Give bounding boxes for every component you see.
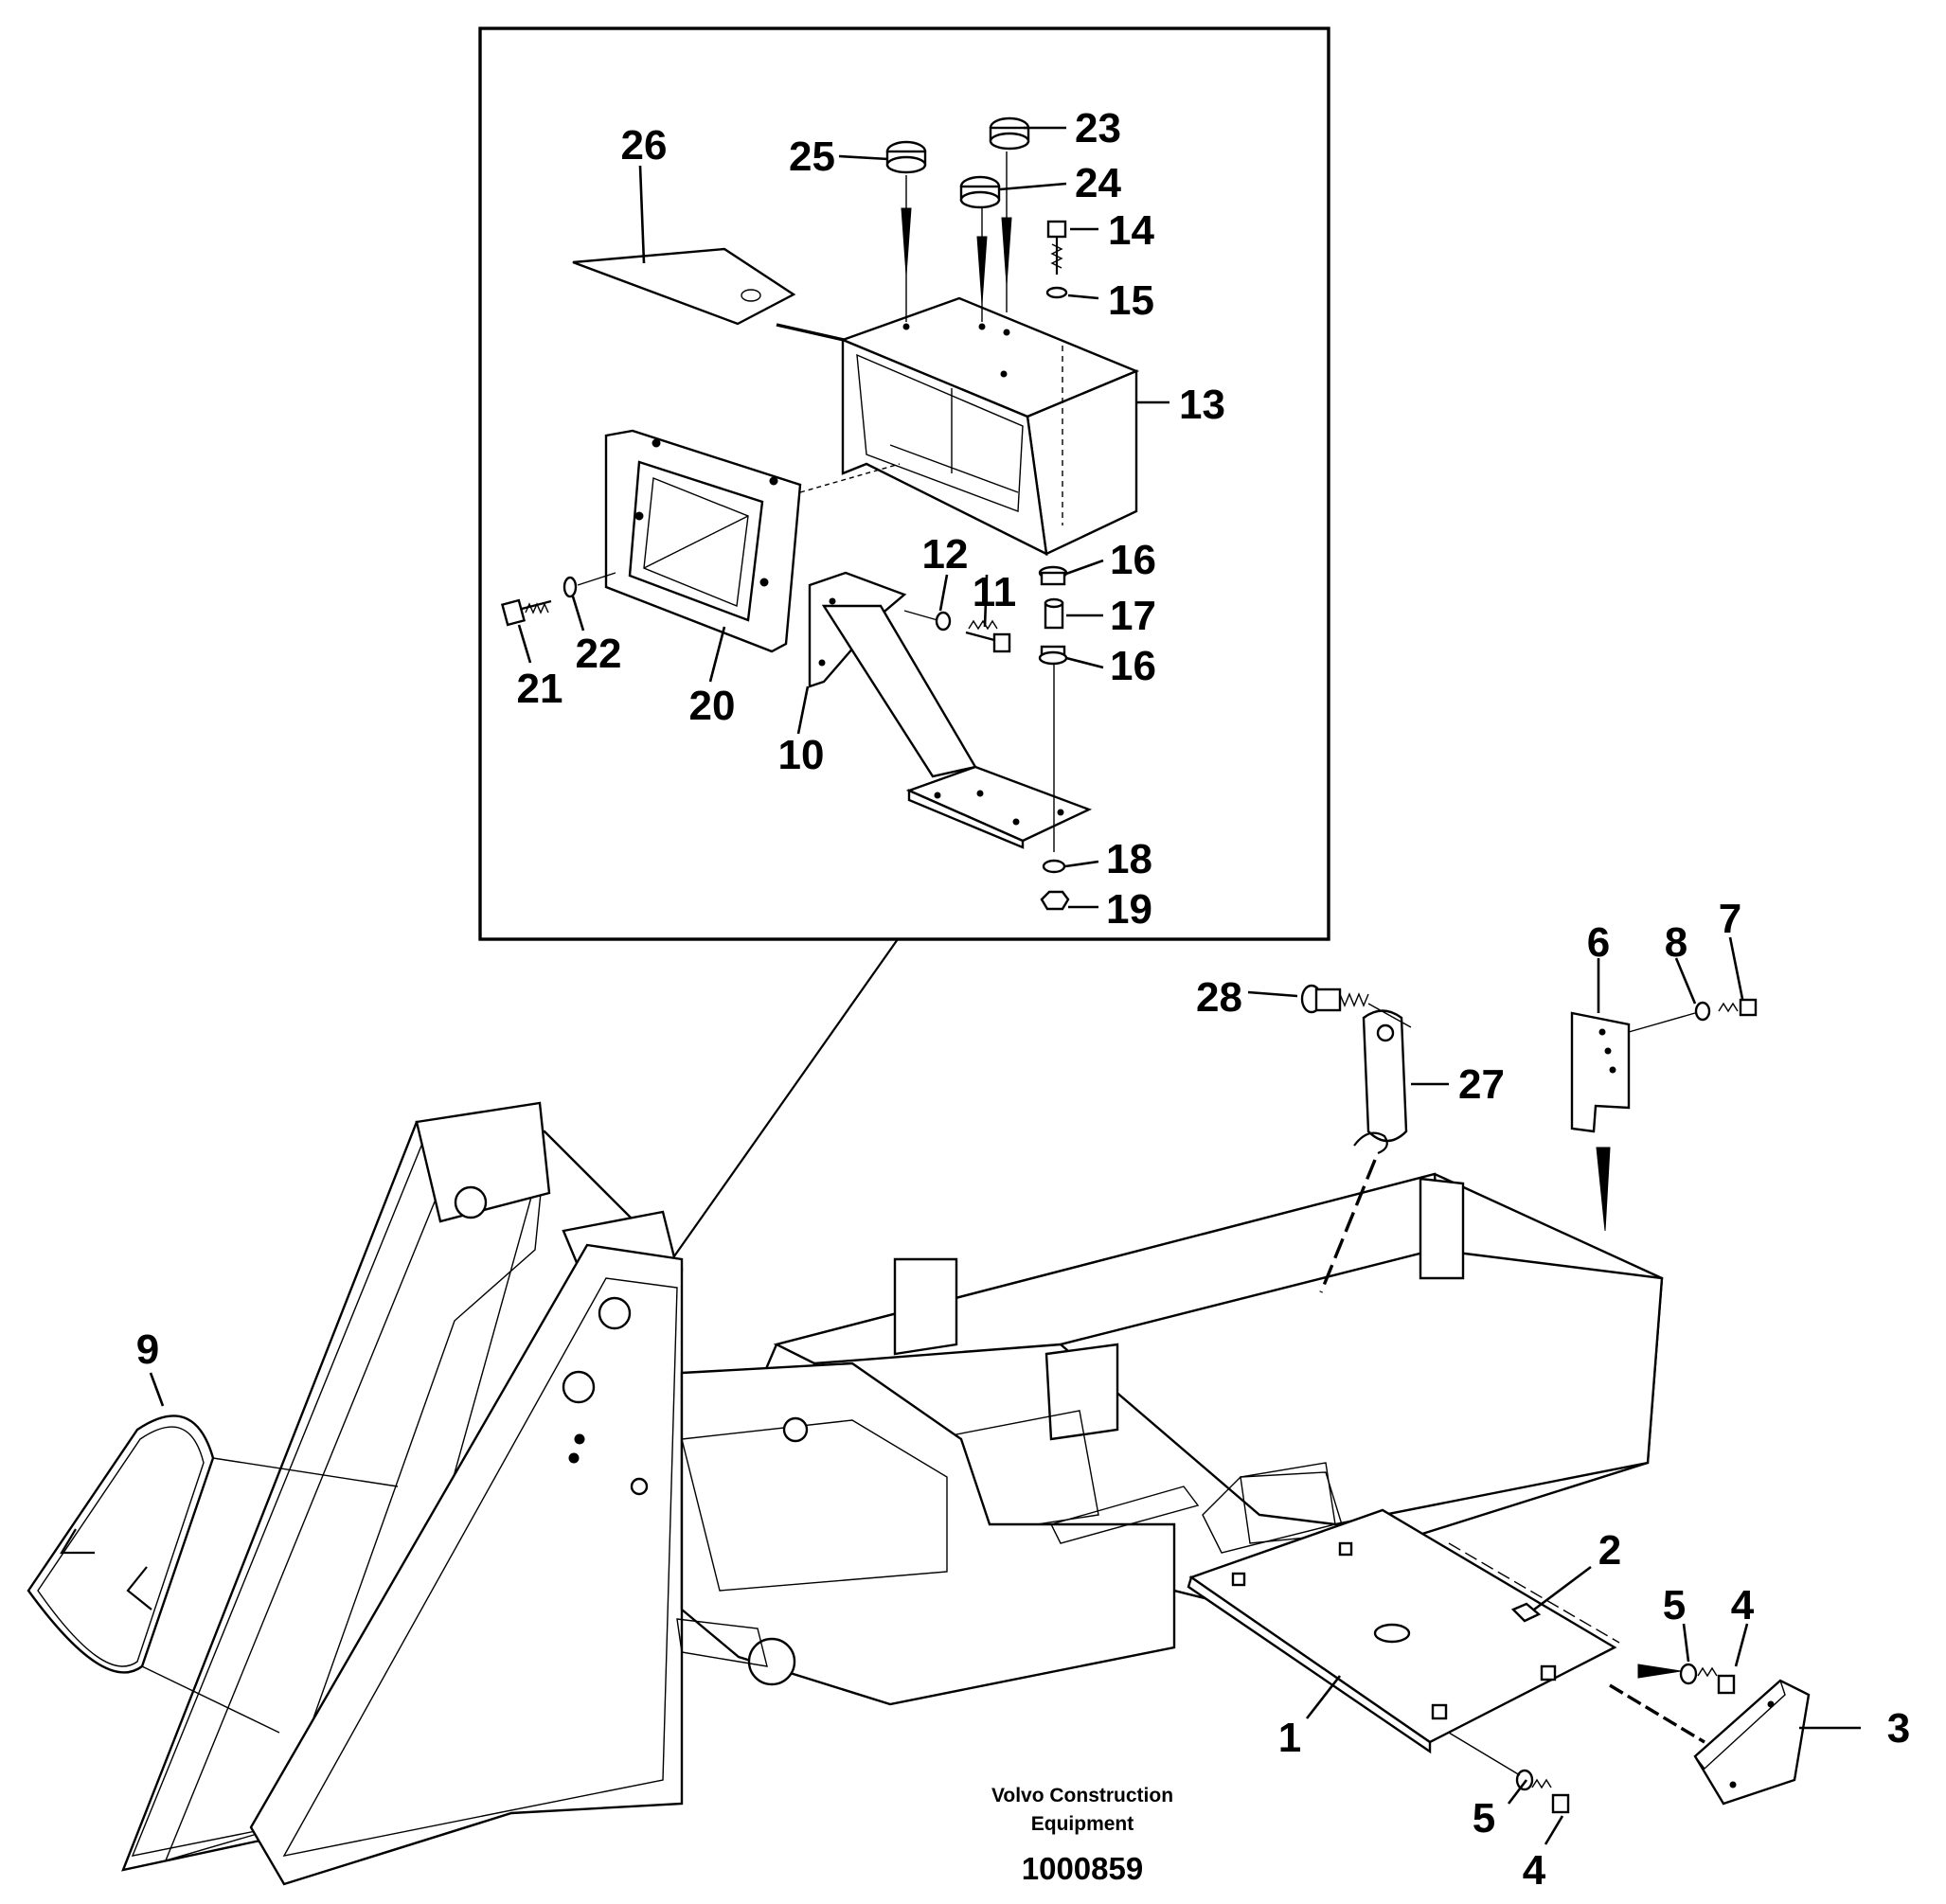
part-12-washer [903, 610, 952, 632]
callout-17: 17 [1110, 593, 1156, 639]
part-11-bolt [965, 619, 1011, 653]
inset-frame [478, 27, 1330, 941]
caption-block: Volvo Construction Equipment 1000859 [991, 1785, 1173, 1886]
part-20-frame [604, 429, 901, 653]
part-15-washer [1045, 286, 1068, 299]
callout-26: 26 [621, 122, 668, 169]
caption-line-2: Equipment [1031, 1813, 1134, 1835]
part-19-nut [1040, 890, 1070, 911]
callout-4-right: 4 [1731, 1582, 1755, 1628]
callout-18: 18 [1106, 836, 1152, 882]
callout-2: 2 [1598, 1527, 1621, 1574]
part-13-box [839, 296, 1140, 557]
callout-25: 25 [789, 133, 835, 180]
part-10-bracket [808, 571, 1093, 849]
callout-14: 14 [1108, 207, 1154, 254]
machine-frame [121, 1101, 1664, 1886]
callout-6: 6 [1587, 919, 1610, 966]
callout-27: 27 [1458, 1061, 1505, 1108]
part-5-washer-lower [1448, 1732, 1534, 1791]
callout-7: 7 [1719, 896, 1741, 942]
callout-4-lower: 4 [1523, 1847, 1546, 1894]
callout-13: 13 [1179, 382, 1225, 428]
part-21-bolt [500, 598, 552, 627]
part-5-washer-right [1679, 1663, 1698, 1685]
part-22-washer [562, 572, 616, 598]
callout-11: 11 [973, 569, 1017, 615]
part-8-washer [1628, 1001, 1711, 1033]
callout-15: 15 [1108, 277, 1154, 324]
callout-22: 22 [576, 631, 622, 677]
callout-5-lower: 5 [1473, 1795, 1495, 1842]
callout-28: 28 [1196, 974, 1242, 1021]
part-17-spacer [1044, 597, 1064, 630]
part-16-mount-upper [1038, 565, 1068, 586]
callout-24: 24 [1075, 160, 1121, 206]
part-2-clip [1510, 1602, 1542, 1623]
callout-23: 23 [1075, 105, 1121, 151]
callout-12: 12 [922, 531, 969, 578]
part-16-mount-lower [1038, 645, 1068, 666]
callout-8: 8 [1665, 919, 1687, 966]
main-leaders [149, 936, 1861, 1845]
callout-21: 21 [517, 666, 563, 712]
callout-20: 20 [689, 683, 736, 729]
callout-labels: 26 25 23 24 14 15 13 16 17 16 18 19 12 1… [136, 105, 1910, 1894]
callout-16-lower: 16 [1110, 643, 1156, 689]
document-number: 1000859 [1022, 1851, 1143, 1886]
part-18-washer [1042, 859, 1066, 874]
caption-line-1: Volvo Construction [991, 1785, 1173, 1806]
part-23-plug [989, 116, 1030, 312]
callout-10: 10 [778, 732, 825, 778]
callout-1: 1 [1278, 1715, 1301, 1761]
part-14-bolt [1046, 220, 1067, 275]
callout-5-right: 5 [1663, 1582, 1686, 1628]
callout-16-upper: 16 [1110, 537, 1156, 583]
part-28-bolt [1300, 984, 1412, 1028]
part-6-bracket [1570, 1011, 1631, 1232]
part-9-cover [27, 1415, 399, 1734]
callout-9: 9 [136, 1326, 159, 1373]
part-4-bolt-lower [1531, 1778, 1570, 1814]
part-4-bolt-right [1637, 1664, 1736, 1695]
part-24-plug [959, 175, 1001, 322]
part-3-guard [1609, 1679, 1811, 1806]
part-7-bolt [1718, 998, 1758, 1017]
callout-19: 19 [1106, 886, 1152, 933]
part-1-plate [1187, 1462, 1620, 1754]
part-27-link [1319, 1009, 1408, 1293]
inset-leaders [517, 126, 1169, 909]
part-25-plug [885, 140, 927, 322]
callout-3: 3 [1887, 1705, 1910, 1752]
inset-parts [500, 116, 1169, 911]
